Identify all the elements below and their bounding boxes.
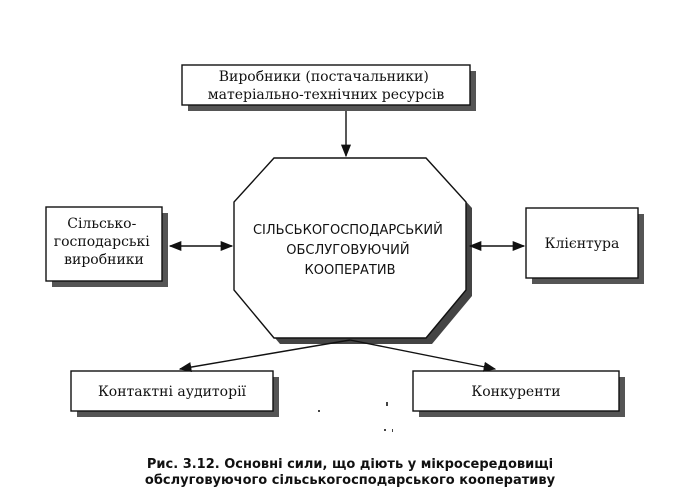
suppliers-label-line1: Виробники (постачальники)	[219, 69, 429, 85]
svg-text:Сільсько- господарські: Сільсько- господарські виробники	[54, 216, 154, 268]
clients-label: Клієнтура	[545, 236, 620, 252]
producers-label-line2: господарські	[54, 234, 151, 250]
svg-text:Виробники (постачальники): Виробники (постачальники) матеріально-те…	[208, 69, 445, 103]
suppliers-box: Виробники (постачальники) матеріально-те…	[181, 64, 476, 111]
producers-label-line1: Сільсько-	[67, 216, 136, 232]
audiences-box: Контактні аудиторії	[70, 370, 279, 417]
cooperative-label-line2: ОБСЛУГОВУЮЧИЙ	[286, 242, 409, 258]
diagram: Виробники (постачальники) матеріально-те…	[45, 64, 644, 432]
competitors-box: Конкуренти	[412, 370, 625, 417]
svg-text:Контактні аудиторії: Контактні аудиторії	[98, 384, 247, 400]
caption-line1: Рис. 3.12. Основні сили, що діють у мікр…	[146, 457, 554, 472]
cooperative-octagon: СІЛЬСЬКОГОСПОДАРСЬКИЙ ОБСЛУГОВУЮЧИЙ КООП…	[233, 157, 472, 344]
producers-box: Сільсько- господарські виробники	[45, 206, 168, 287]
scan-specks	[318, 402, 393, 432]
cooperative-label-line3: КООПЕРАТИВ	[305, 263, 396, 278]
caption-line2: обслуговуючого сільськогосподарського ко…	[144, 473, 556, 488]
figure-caption: Рис. 3.12. Основні сили, що діють у мікр…	[0, 457, 700, 489]
competitors-label: Конкуренти	[471, 384, 560, 400]
audiences-label: Контактні аудиторії	[98, 384, 247, 400]
arrow-cooperative-to-audiences	[178, 339, 351, 373]
svg-text:Конкуренти: Конкуренти	[471, 384, 560, 400]
svg-text:СІЛЬСЬКОГОСПОДАРСЬКИЙ ОБ: СІЛЬСЬКОГОСПОДАРСЬКИЙ ОБСЛУГОВУЮЧИЙ КООП…	[253, 222, 447, 278]
producers-label-line3: виробники	[64, 252, 144, 268]
suppliers-label-line2: матеріально-технічних ресурсів	[208, 87, 445, 103]
arrow-cooperative-to-competitors	[349, 339, 497, 372]
cooperative-label-line1: СІЛЬСЬКОГОСПОДАРСЬКИЙ	[253, 222, 443, 238]
clients-box: Клієнтура	[525, 207, 644, 284]
svg-text:Клієнтура: Клієнтура	[545, 236, 620, 252]
